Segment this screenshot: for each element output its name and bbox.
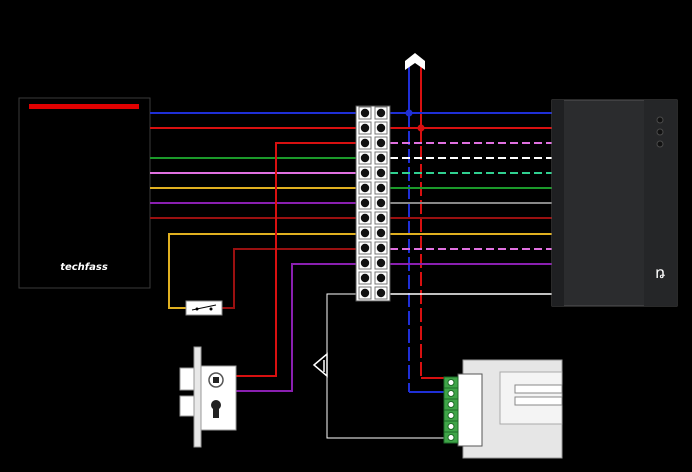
reader-brand-label: techfass — [60, 262, 108, 273]
diode-loop — [312, 293, 445, 439]
connector-screw — [447, 423, 455, 430]
wire-lock-purple — [236, 263, 358, 392]
controller-led — [656, 140, 664, 148]
device-slot-top — [514, 384, 563, 394]
reader-wires — [150, 112, 358, 219]
terminal-screw — [376, 153, 386, 163]
terminal-screw — [376, 183, 386, 193]
terminal-screw — [360, 228, 370, 238]
connector-screw — [447, 412, 455, 419]
connector-screw — [447, 390, 455, 397]
terminal-screw — [360, 183, 370, 193]
controller-led — [656, 128, 664, 136]
terminal-screw — [376, 198, 386, 208]
terminal-block — [355, 105, 391, 302]
power-lines — [405, 53, 445, 393]
device-slot-bottom — [514, 396, 563, 406]
lock-latch — [179, 367, 195, 391]
connector-screw — [447, 434, 455, 441]
terminal-screw — [360, 213, 370, 223]
reader-led-stripe — [29, 104, 139, 109]
controller-wires — [390, 112, 552, 295]
lock-faceplate — [193, 346, 202, 448]
terminal-screw — [376, 243, 386, 253]
connector-screw — [447, 379, 455, 386]
terminal-screw — [376, 123, 386, 133]
controller-edge — [552, 100, 564, 306]
terminal-screw — [360, 258, 370, 268]
terminal-screw — [376, 213, 386, 223]
controller-unit: ꬻ — [551, 99, 678, 307]
terminal-screw — [360, 138, 370, 148]
terminal-screw — [360, 108, 370, 118]
terminal-screw — [376, 108, 386, 118]
wire-switch-yellow — [168, 233, 358, 309]
mortise-lock-icon — [179, 346, 237, 448]
terminal-screw — [360, 168, 370, 178]
terminal-screw — [360, 198, 370, 208]
lock-device — [443, 359, 563, 459]
terminal-screw — [360, 123, 370, 133]
connector-screw — [447, 401, 455, 408]
connector-header — [457, 373, 483, 447]
reader-body — [18, 97, 151, 289]
door-switch-wiring — [168, 233, 358, 316]
terminal-screw — [376, 288, 386, 298]
terminal-screw — [360, 153, 370, 163]
terminal-screw — [360, 288, 370, 298]
wire-lock-red — [236, 142, 358, 377]
terminal-screw — [376, 228, 386, 238]
terminal-screw — [360, 243, 370, 253]
reader-unit: techfass — [18, 97, 151, 289]
chevron-up-icon — [405, 53, 425, 70]
terminal-screw — [376, 258, 386, 268]
controller-logo: ꬻ — [655, 263, 665, 282]
terminal-screw — [376, 168, 386, 178]
controller-leds — [656, 116, 664, 148]
terminal-screw — [376, 273, 386, 283]
wire-switch-dark-red — [222, 248, 358, 309]
lock-wiring — [236, 142, 358, 392]
diode-icon — [312, 352, 328, 378]
lock-bolt — [179, 395, 195, 417]
controller-led — [656, 116, 664, 124]
terminal-screw — [376, 138, 386, 148]
terminal-screw — [360, 273, 370, 283]
wire-white-loop — [326, 293, 445, 439]
connector — [443, 376, 459, 444]
